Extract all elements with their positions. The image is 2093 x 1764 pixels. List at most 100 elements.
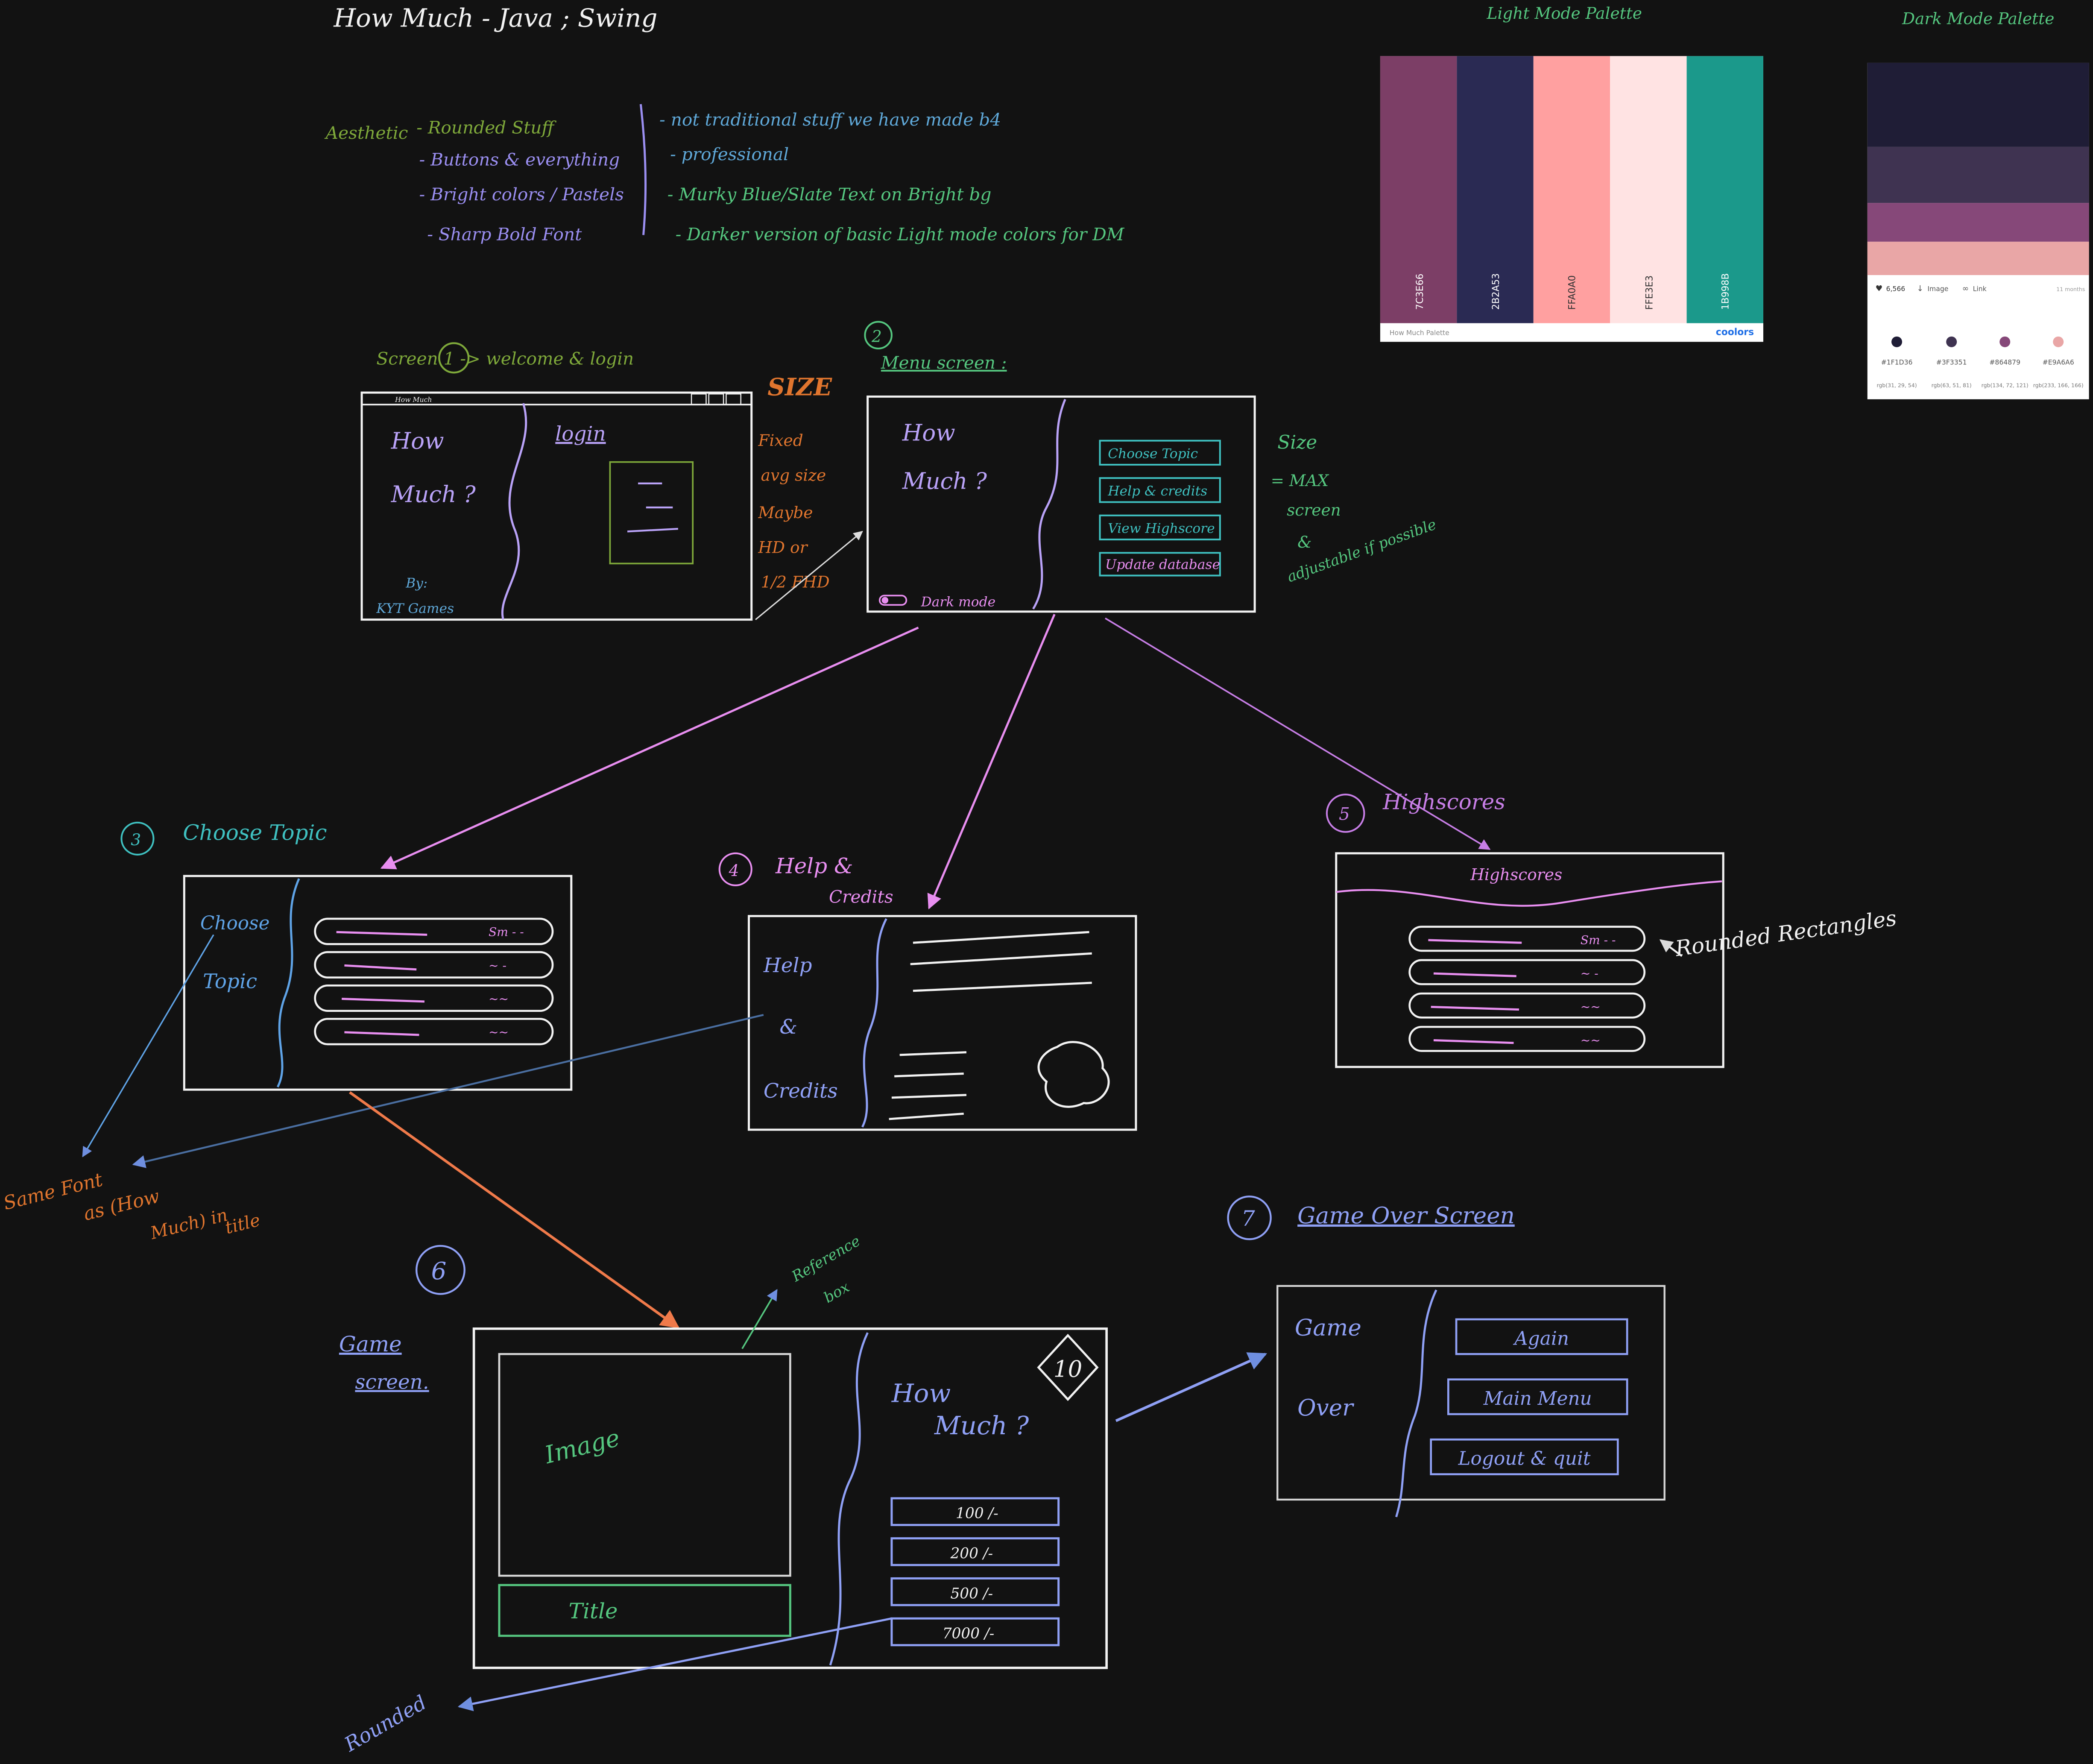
size-heading: SIZE: [767, 373, 832, 401]
arrow-screen1-to-screen2: [755, 530, 863, 620]
dark-dot-2: [1946, 336, 1957, 347]
light-palette-label: Light Mode Palette: [1486, 4, 1642, 23]
link-label: Link: [1973, 285, 1987, 293]
answer-option-2-label: 200 /-: [950, 1545, 993, 1562]
screen1-wave-divider: [501, 403, 527, 620]
answer-option-1[interactable]: [890, 1497, 1060, 1526]
answer-option-4-label: 7000 /-: [943, 1625, 995, 1642]
again-button[interactable]: [1455, 1318, 1628, 1355]
screen3-wave-divider: [276, 878, 300, 1088]
highscore-row[interactable]: [1408, 926, 1646, 952]
logout-quit-button[interactable]: [1430, 1438, 1619, 1475]
palette-name: How Much Palette: [1390, 329, 1449, 337]
main-menu-button[interactable]: [1447, 1378, 1628, 1415]
minimize-button[interactable]: [691, 393, 707, 405]
dark-rgb-3: rgb(134, 72, 121): [1982, 382, 2029, 389]
size-note-3: Maybe: [758, 503, 813, 522]
screen7-number: 7: [1241, 1206, 1255, 1231]
arrow-game-to-gameover: [1115, 1352, 1268, 1422]
light-swatch-4: [1610, 56, 1687, 323]
topic-row-scribble: [336, 931, 427, 1036]
same-font-line-4: title: [223, 1210, 262, 1238]
screen1-welcome-login: Screen 1 -> welcome & login How Much How…: [360, 342, 832, 621]
screen7-game-over: 7 Game Over Screen Game Over Again Main …: [1227, 1196, 1666, 1518]
dark-mode-toggle[interactable]: [878, 595, 907, 606]
dark-band-1: [1867, 62, 2089, 147]
screen2-app-title-2: Much ?: [902, 468, 987, 494]
light-mode-palette: Light Mode Palette 7C3E66 2B2A53 FFA0A0 …: [1380, 4, 1763, 342]
size-note-4: HD or: [758, 538, 808, 557]
screen4-caption-1: Help &: [775, 854, 853, 879]
screen2-size-2: = MAX: [1271, 471, 1329, 490]
answer-option-2[interactable]: [890, 1537, 1060, 1566]
rounded-arrow: [457, 1617, 892, 1711]
screen4-side-3: Credits: [764, 1079, 838, 1103]
highscore-row[interactable]: [1408, 992, 1646, 1019]
update-database-button[interactable]: [1099, 552, 1221, 577]
answer-option-3[interactable]: [890, 1577, 1060, 1606]
dark-hex-1: #1F1D36: [1881, 358, 1913, 366]
highscore-row[interactable]: [1408, 1026, 1646, 1052]
screen4-number-circle: [718, 852, 752, 886]
screen1-app-title-2: Much ?: [391, 481, 476, 508]
screen5-caption: Highscores: [1382, 790, 1505, 815]
choose-topic-button[interactable]: [1099, 440, 1221, 466]
answer-option-4[interactable]: [890, 1617, 1060, 1647]
highscore-row[interactable]: [1408, 959, 1646, 985]
screen2-menu: 2 Menu screen : How Much ? Choose Topic …: [864, 321, 1439, 613]
light-swatch-3: [1533, 56, 1610, 323]
topic-row[interactable]: [314, 1018, 554, 1046]
light-swatch-1-hex: 7C3E66: [1415, 274, 1426, 310]
choose-topic-label: Choose Topic: [1108, 446, 1198, 461]
arrow-choose-to-note: [82, 934, 214, 1157]
arrow-choose-to-game: [349, 1091, 680, 1329]
again-label: Again: [1513, 1327, 1569, 1349]
screen1-number-circle: [438, 342, 470, 374]
screen1-caption: Screen 1 -> welcome & login: [376, 349, 634, 369]
arrow-menu-to-choose-topic: [380, 627, 919, 870]
screen2-size-4: &: [1297, 533, 1311, 551]
topic-row[interactable]: [314, 951, 554, 979]
coolors-logo: coolors: [1716, 327, 1754, 338]
screen6-app-title-2: Much ?: [934, 1411, 1029, 1441]
rounded-rectangles-note: Rounded Rectangles: [1673, 905, 1898, 961]
screen2-size-3: screen: [1287, 501, 1341, 519]
screen1-window: [360, 391, 753, 621]
image-label: Image: [1927, 285, 1948, 293]
close-button[interactable]: [726, 393, 741, 405]
screen6-game: 6 Game screen. Image Title How Much ? 10…: [339, 1233, 1108, 1757]
aesthetic-right-1: - not traditional stuff we have made b4: [659, 109, 1001, 130]
screen5-number: 5: [1339, 804, 1350, 824]
topic-row[interactable]: [314, 984, 554, 1012]
screen7-side-2: Over: [1297, 1395, 1355, 1421]
screen6-number: 6: [431, 1257, 447, 1285]
screen6-window: [472, 1327, 1108, 1669]
screen7-wave-divider: [1395, 1289, 1437, 1518]
question-image-box: [498, 1353, 791, 1577]
maximize-button[interactable]: [708, 393, 724, 405]
update-database-label: Update database: [1105, 557, 1220, 572]
screen4-side-2: &: [779, 1015, 797, 1039]
help-credits-button[interactable]: [1099, 477, 1221, 503]
topic-row[interactable]: [314, 917, 554, 945]
screen1-credit-2: KYT Games: [376, 601, 454, 616]
help-text-lines: [889, 931, 1092, 1120]
screen3-side-2: Topic: [203, 970, 257, 993]
login-button[interactable]: [627, 527, 678, 533]
screen2-wave-divider: [1032, 399, 1066, 609]
screen4-side-1: Help: [763, 954, 812, 977]
reference-box-arrow: [741, 1289, 778, 1349]
aesthetic-left-4: - Sharp Bold Font: [427, 224, 582, 245]
arrow-help-to-note: [132, 1014, 764, 1168]
aesthetic-right-4: - Darker version of basic Light mode col…: [676, 224, 1125, 245]
highscore-row-scribble: [1428, 939, 1522, 1044]
screen6-number-circle: [416, 1245, 465, 1295]
screen1-credit-1: By:: [405, 576, 427, 591]
view-highscore-button[interactable]: [1099, 514, 1221, 541]
screen3-choose-topic: 3 Choose Topic Choose Topic Sm - - ~ - ~…: [120, 820, 573, 1091]
screen7-window: [1276, 1285, 1666, 1501]
screen4-help-credits: 4 Help & Credits Help & Credits: [718, 852, 1137, 1131]
credits-image-blob: [1037, 1041, 1110, 1108]
aesthetic-right-3: - Murky Blue/Slate Text on Bright bg: [667, 184, 992, 205]
login-form-box[interactable]: [609, 461, 694, 565]
